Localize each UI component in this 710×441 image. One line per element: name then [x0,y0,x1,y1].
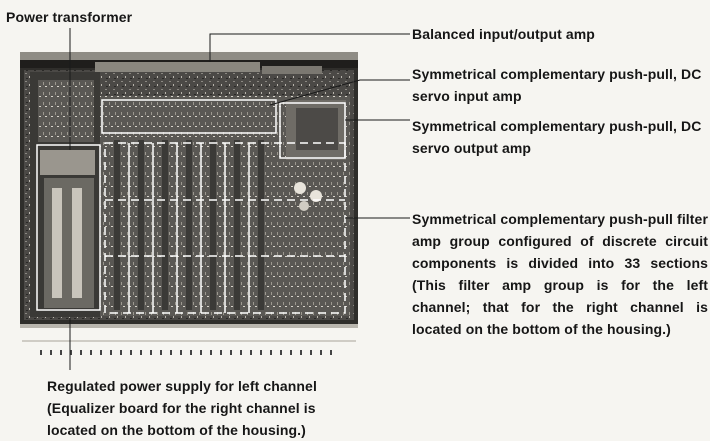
leader-balanced [209,33,410,62]
output-amp-box [279,102,346,159]
power-supply-label: Regulated power supply for left channel … [47,378,317,438]
power-transformer-label: Power transformer [6,9,133,25]
output-amp-label: Symmetrical complementary push-pull, DC … [412,118,702,156]
balanced-amp-label: Balanced input/output amp [412,26,595,42]
transformer-box [36,144,101,311]
leader-input-amp [269,79,410,106]
filter-amp-label: Symmetrical complementary push-pull filt… [412,211,708,337]
input-amp-label: Symmetrical complementary push-pull, DC … [412,66,702,104]
input-amp-box [101,99,277,134]
